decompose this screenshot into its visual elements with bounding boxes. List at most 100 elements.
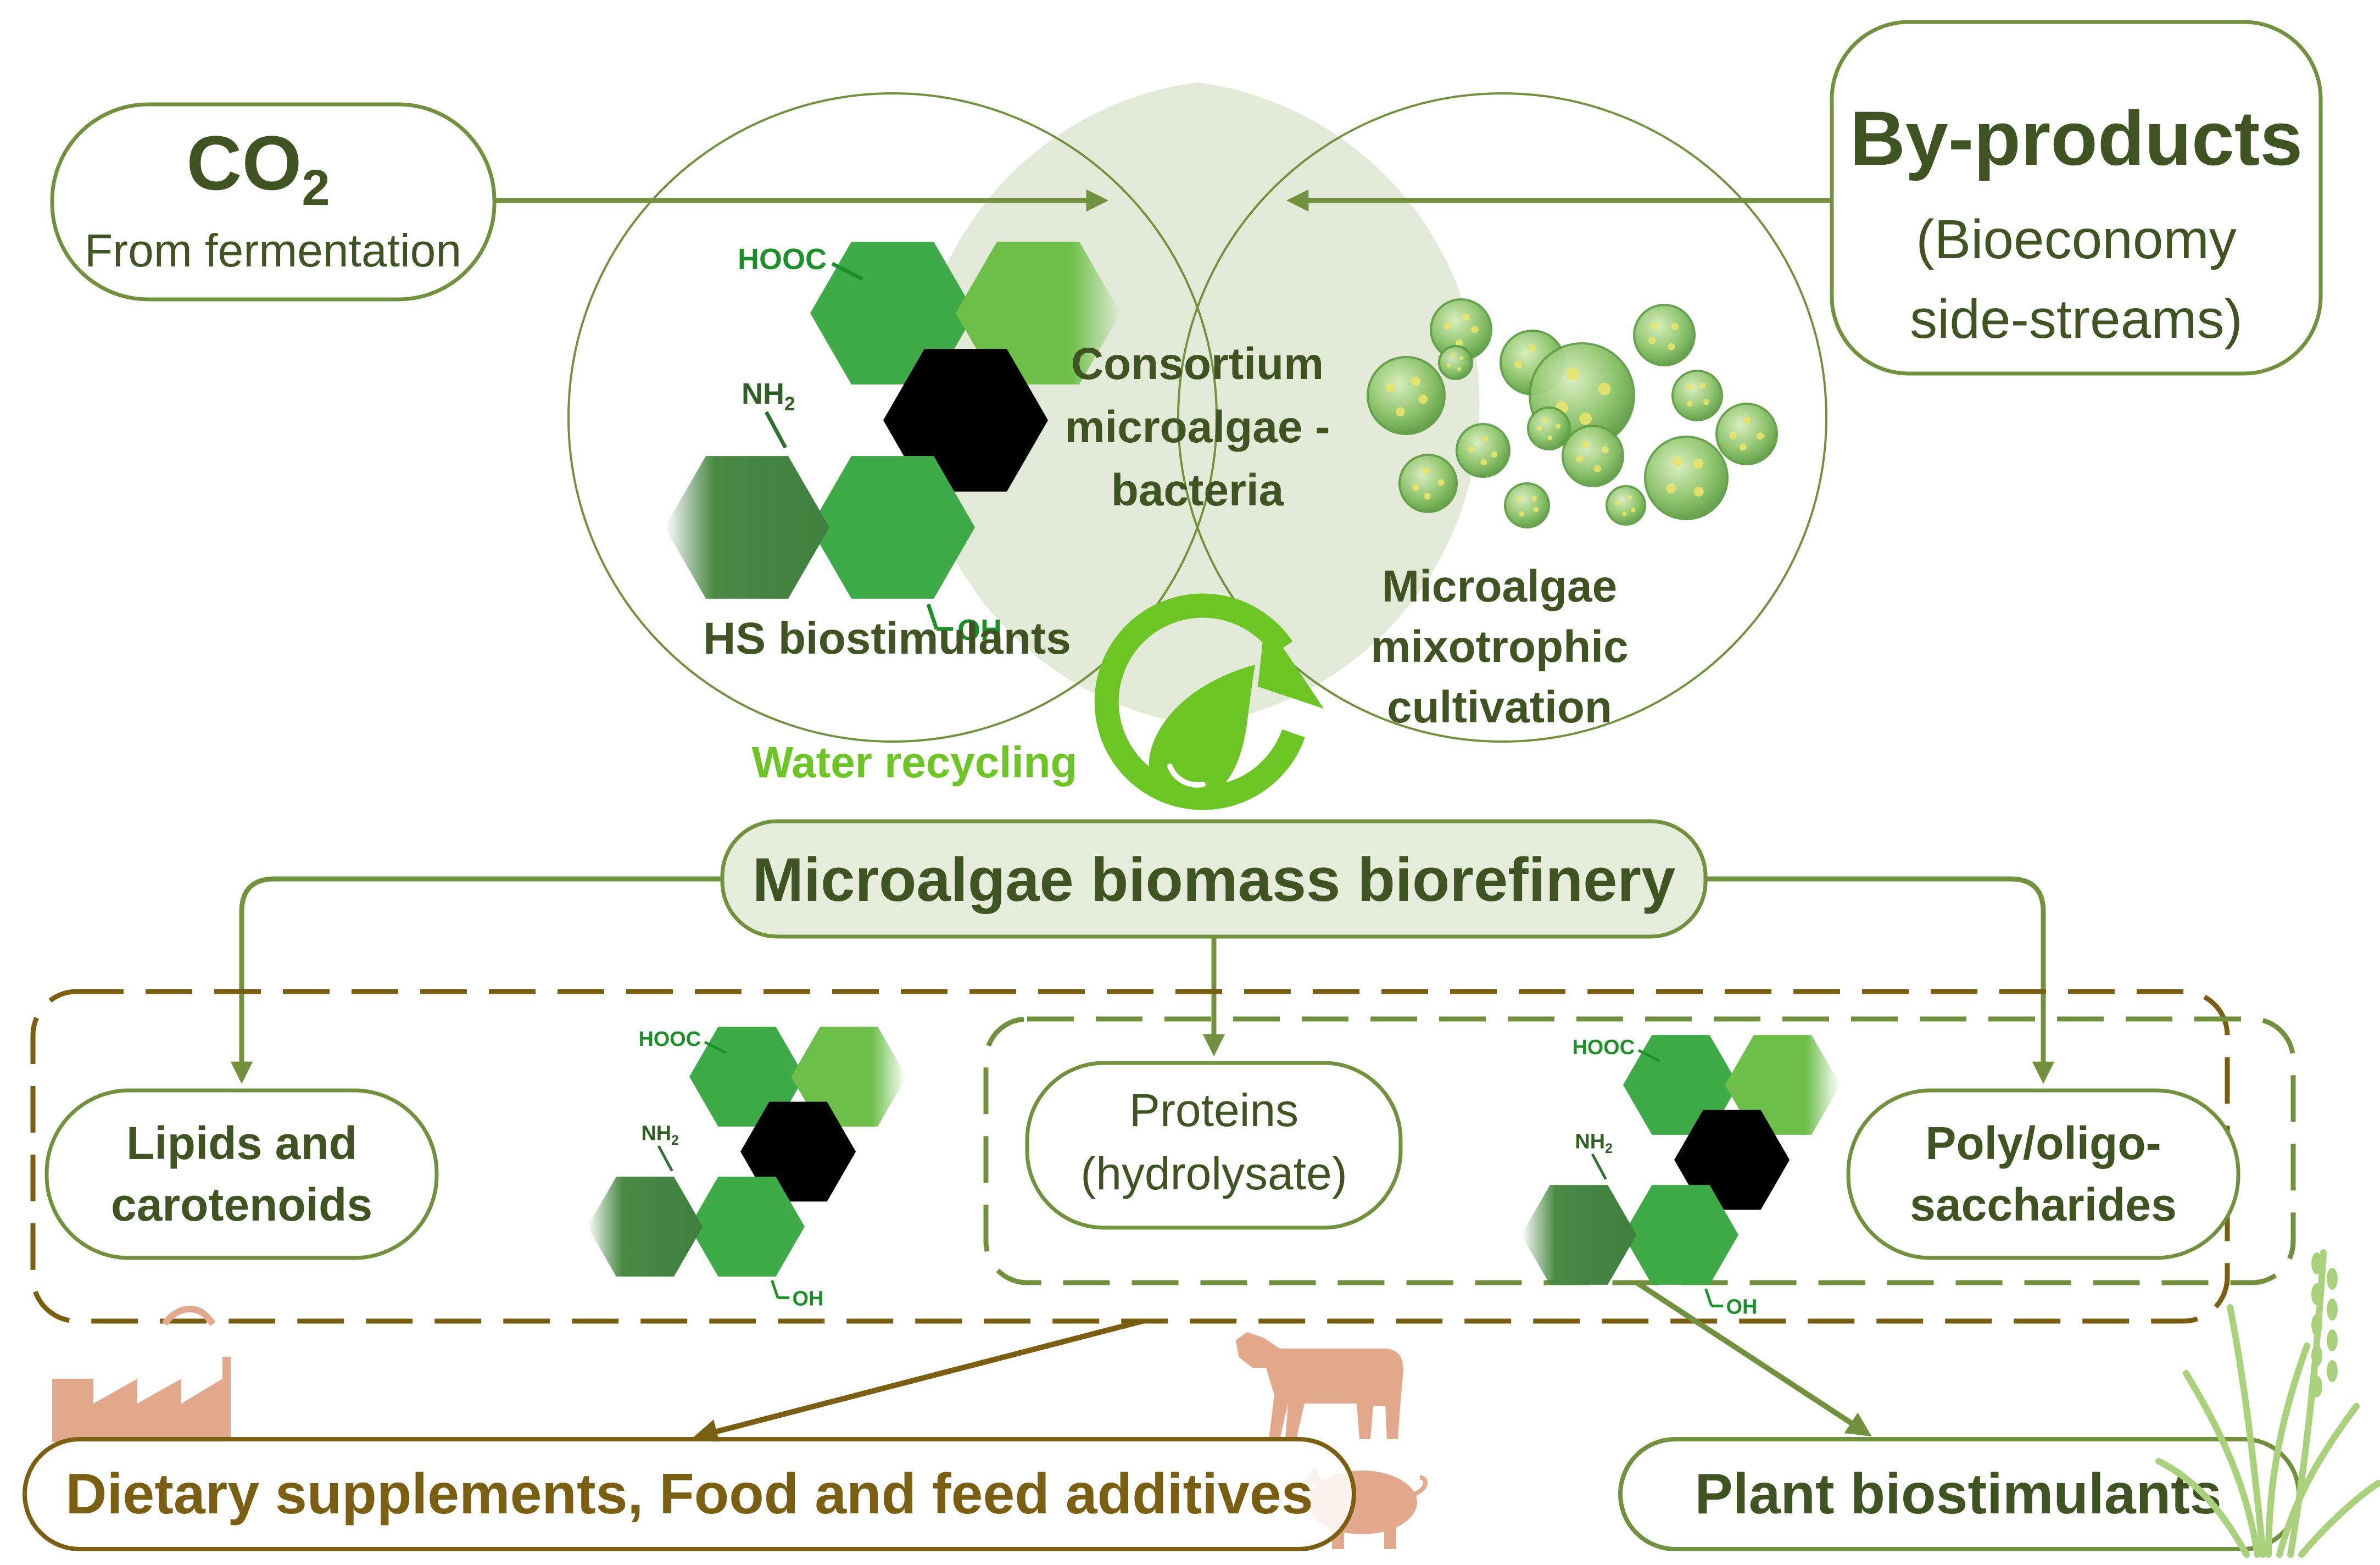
center-label-line1: Consortium: [1071, 339, 1324, 389]
molecule-hydroxyl-label: OH: [1726, 1296, 1758, 1319]
molecule-hydroxyl-bond: [926, 603, 939, 630]
molecule-ring-center: [1674, 1110, 1790, 1210]
cell-chloroplast: [1598, 382, 1611, 396]
byproducts-title: By-products: [1850, 95, 2303, 181]
molecule-acid-bond: [1637, 1049, 1660, 1062]
cell-chloroplast: [1743, 416, 1751, 424]
venn-circle-right: [1177, 92, 1827, 743]
molecule-hydroxyl-bond: [771, 1280, 779, 1299]
wheat-grain: [2311, 1283, 2322, 1305]
molecule-ring-left: [1521, 1185, 1637, 1285]
water-drop-recycle-icon: [1094, 593, 1324, 810]
wheat-grain: [2311, 1314, 2322, 1336]
cell-chloroplast: [1418, 394, 1428, 404]
cell-chloroplast: [1601, 446, 1609, 454]
cultivation-line1: Microalgae: [1382, 561, 1617, 611]
microalgae-cell: [1562, 425, 1624, 487]
center-label-line3: bacteria: [1111, 465, 1285, 515]
cell-chloroplast: [1739, 443, 1747, 451]
microalgae-cell: [1367, 356, 1446, 435]
molecule-ring-center: [883, 349, 1048, 492]
wheat-grain: [2327, 1268, 2338, 1290]
molecule-ring-bottom: [689, 1177, 805, 1277]
molecule-hydroxyl-bond: [1704, 1288, 1713, 1307]
molecule-acid-label: HOOC: [639, 1028, 701, 1051]
cell-chloroplast: [1671, 322, 1679, 330]
cell-chloroplast: [1693, 459, 1703, 469]
plant-application-label: Plant biostimulants: [1695, 1462, 2221, 1526]
molecule-amine-label: NH2: [1575, 1130, 1613, 1156]
cell-chloroplast: [1471, 326, 1479, 333]
cell-chloroplast: [1437, 479, 1445, 486]
cell-chloroplast: [1593, 465, 1601, 472]
food-application-box: Dietary supplements, Food and feed addit…: [23, 1437, 1356, 1551]
microalgae-cell: [1671, 370, 1723, 421]
molecule-ring-top: [689, 1027, 805, 1127]
cell-chloroplast: [1451, 353, 1456, 358]
cell-chloroplast: [1579, 412, 1592, 425]
wheat-grain: [2327, 1299, 2338, 1321]
byproducts-line2: side-streams): [1910, 288, 2243, 350]
cell-chloroplast: [1622, 511, 1627, 516]
cell-chloroplast: [1533, 506, 1539, 513]
arrow-to-saccharides: [1705, 876, 2055, 1084]
molecule-acid-label: HOOC: [738, 243, 827, 276]
cell-chloroplast: [1514, 360, 1523, 369]
cell-chloroplast: [1457, 367, 1462, 371]
wheat-blade: [2227, 1304, 2266, 1558]
cell-chloroplast: [1491, 451, 1498, 458]
cell-chloroplast: [1444, 322, 1452, 330]
cell-chloroplast: [1543, 417, 1548, 422]
cell-chloroplast: [1576, 455, 1584, 463]
cultivation-line3: cultivation: [1387, 682, 1612, 732]
molecule-ring-left: [587, 1177, 703, 1277]
lipids-box: Lipids and carotenoids: [44, 1088, 439, 1260]
molecule-ring-top: [1623, 1035, 1738, 1135]
molecule-amine-bond: [657, 1145, 673, 1172]
molecule-acid-label: HOOC: [1573, 1036, 1635, 1059]
cell-chloroplast: [1666, 483, 1676, 494]
proteins-box: Proteins (hydrolysate): [1025, 1061, 1403, 1230]
cell-chloroplast: [1581, 441, 1589, 449]
microalgae-cell: [1606, 485, 1646, 526]
microalgae-cell: [1644, 436, 1729, 520]
wheat-blade: [2183, 1370, 2261, 1558]
molecule-acid-bond: [704, 1040, 727, 1054]
biorefinery-title: Microalgae biomass biorefinery: [753, 845, 1676, 914]
cultivation-line2: mixotrophic: [1370, 622, 1628, 672]
cell-chloroplast: [1468, 446, 1475, 453]
cell-chloroplast: [1756, 432, 1764, 440]
cell-chloroplast: [1627, 495, 1632, 500]
wheat-blade: [2276, 1403, 2360, 1558]
molecule-amine-bond: [764, 411, 788, 449]
wheat-grain: [2311, 1252, 2322, 1274]
wheat-blade: [2155, 1458, 2250, 1558]
arrow-to-plant: [1635, 1280, 1872, 1436]
microalgae-cell: [1456, 423, 1511, 478]
saccharides-box: Poly/oligo- saccharides: [1846, 1088, 2240, 1260]
byproducts-line1: (Bioeconomy: [1916, 209, 2237, 270]
hs-biostimulants-label: HS biostimulants: [703, 614, 1071, 664]
cell-chloroplast: [1422, 467, 1429, 475]
cell-chloroplast: [1547, 435, 1553, 441]
cell-chloroplast: [1693, 486, 1704, 497]
cell-chloroplast: [1686, 400, 1693, 407]
cell-chloroplast: [1556, 424, 1561, 429]
wheat-blade: [2298, 1480, 2380, 1558]
cell-chloroplast: [1699, 382, 1705, 389]
molecule-ring-bottom: [810, 456, 975, 599]
plant-application-box: Plant biostimulants: [1618, 1437, 2301, 1551]
microalgae-cell: [1715, 403, 1778, 465]
microalgae-cell: [1398, 454, 1458, 513]
cell-chloroplast: [1482, 436, 1489, 442]
molecule-ring-top-right: [791, 1027, 907, 1127]
cell-chloroplast: [1459, 356, 1464, 360]
molecule-amine-label: NH2: [742, 377, 795, 415]
proteins-line2: (hydrolysate): [1080, 1148, 1347, 1199]
wheat-grain: [2327, 1360, 2338, 1382]
molecule-hydroxyl-label: OH: [957, 614, 1002, 647]
arrow-to-lipids: [230, 876, 722, 1084]
